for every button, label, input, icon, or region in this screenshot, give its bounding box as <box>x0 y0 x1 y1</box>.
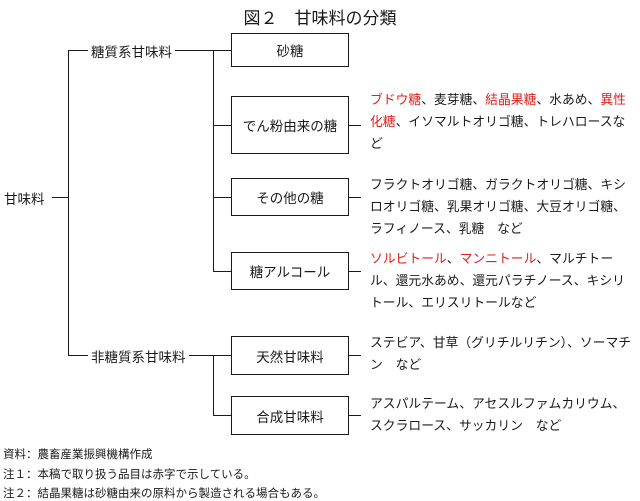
note-source: 資料：農畜産業振興機構作成 <box>3 447 153 461</box>
highlighted-item-text: マンニトール <box>459 252 537 267</box>
node-sugar: 砂糖 <box>231 33 349 67</box>
item-text: ステビア、甘草（グリチルリチン）、ソーマチン など <box>370 336 632 373</box>
item-text: 、水あめ、 <box>536 93 601 108</box>
node-synthetic-sweeteners: 合成甘味料 <box>231 396 349 435</box>
node-other-sugars: その他の糖 <box>231 178 349 216</box>
item-text: 、イソマルトオリゴ糖、トレハロースなど <box>370 115 626 152</box>
desc-other-sugars: フラクトオリゴ糖、ガラクトオリゴ糖、キシロオリゴ糖、乳果オリゴ糖、大豆オリゴ糖、… <box>370 175 634 241</box>
note-2: 注２：結晶果糖は砂糖由来の原料から製造される場合もある。 <box>3 486 325 500</box>
item-text: 、 <box>446 252 460 267</box>
dash-item3 <box>349 197 361 198</box>
connector-item2-h <box>213 125 231 126</box>
dash-item5 <box>349 355 361 356</box>
node-starch-sugars: でん粉由来の糖 <box>231 96 349 154</box>
root-label: 甘味料 <box>4 192 45 208</box>
connector-item6-h <box>213 415 231 416</box>
node-natural-sweeteners: 天然甘味料 <box>231 336 349 375</box>
connector-cat2-v <box>213 355 214 415</box>
item-text: 、麦芽糖、 <box>421 93 486 108</box>
dash-item2 <box>349 125 361 126</box>
desc-sugar-alcohols: ソルビトール、マンニトール、マルチトール、還元水あめ、還元パラチノース、キシリト… <box>370 249 634 315</box>
connector-root-v <box>68 50 69 355</box>
connector-root-h <box>52 197 68 198</box>
item-text: アスパルテーム、アセスルファムカリウム、スクラロース、サッカリン など <box>370 397 626 434</box>
dash-item4 <box>349 271 361 272</box>
item-text: 、マルチトール、還元水あめ、還元パラチノース、キシリトール、エリスリトールなど <box>370 252 625 311</box>
highlighted-item-text: 結晶果糖 <box>485 93 537 108</box>
highlighted-item-text: ソルビトール <box>370 252 447 267</box>
desc-starch-sugars: ブドウ糖、麦芽糖、結晶果糖、水あめ、異性化糖、イソマルトオリゴ糖、トレハロースな… <box>370 90 634 156</box>
desc-synthetic-sweeteners: アスパルテーム、アセスルファムカリウム、スクラロース、サッカリン など <box>370 394 634 438</box>
node-sugar-alcohols: 糖アルコール <box>231 252 349 290</box>
highlighted-item-text: ブドウ糖 <box>370 93 422 108</box>
category-non-sugar: 非糖質系甘味料 <box>88 346 189 366</box>
item-text: フラクトオリゴ糖、ガラクトオリゴ糖、キシロオリゴ糖、乳果オリゴ糖、大豆オリゴ糖、… <box>370 178 626 237</box>
desc-natural-sweeteners: ステビア、甘草（グリチルリチン）、ソーマチン など <box>370 333 634 377</box>
category-sugar-based: 糖質系甘味料 <box>88 41 175 61</box>
diagram-title: 図２ 甘味料の分類 <box>243 9 397 29</box>
connector-item3-h <box>213 197 231 198</box>
highlighted-item-text: 異性化糖 <box>370 93 626 130</box>
note-1: 注１：本稿で取り扱う品目は赤字で示している。 <box>3 467 256 481</box>
connector-cat1-v <box>213 50 214 271</box>
connector-item4-h <box>213 271 231 272</box>
dash-item6 <box>349 415 361 416</box>
